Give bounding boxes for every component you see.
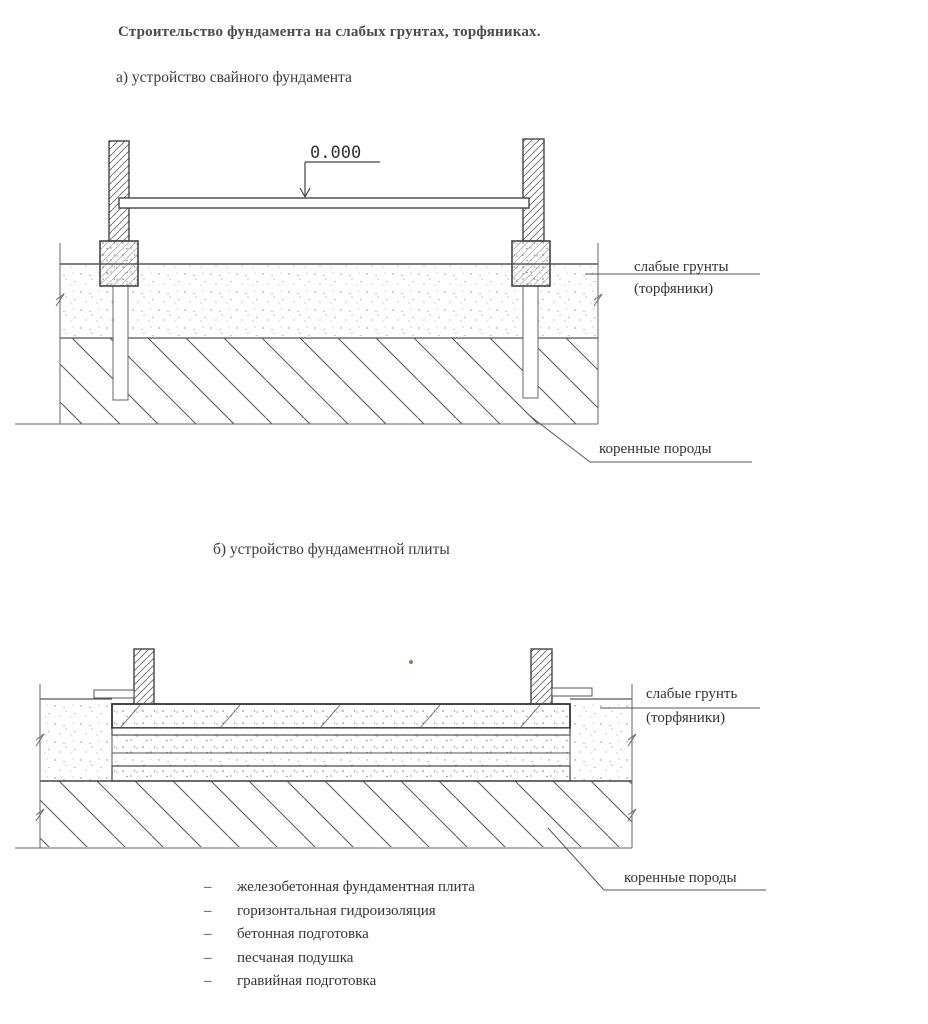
page-title: Строительство фундамента на слабых грунт… <box>118 24 541 40</box>
subtitle-pile-foundation: а) устройство свайного фундамента <box>116 69 352 86</box>
wall-right-b <box>530 648 553 705</box>
pile-foundation-diagram: 0.000 <box>15 138 760 463</box>
legend-item: –гравийная подготовка <box>204 973 377 990</box>
wall-left-a <box>108 140 130 242</box>
bedrock-layer-b <box>40 781 632 847</box>
weak-soil-layer-a <box>60 264 598 338</box>
leader-bedrock-a <box>529 415 591 463</box>
waterproofing-layer <box>111 727 571 736</box>
leader-bedrock-b <box>547 827 605 891</box>
weak-soil-label-a: слабые грунты <box>634 259 729 275</box>
peat-label-b: (торфяники) <box>646 710 726 726</box>
legend-item: –горизонтальная гидроизоляция <box>204 902 436 919</box>
rc-slab-layer <box>111 703 571 729</box>
gravel-prep-layer <box>111 765 571 782</box>
wall-left-b <box>133 648 155 705</box>
bedrock-label-b: коренные породы <box>624 870 737 886</box>
blind-area-left <box>93 689 135 699</box>
level-mark: 0.000 <box>299 143 380 198</box>
level-mark-label: 0.000 <box>310 143 361 163</box>
subtitle-slab-foundation: б) устройство фундаментной плиты <box>213 541 450 558</box>
weak-soil-left-b <box>40 699 112 781</box>
bedrock-label-a: коренные породы <box>599 441 712 457</box>
sand-cushion-layer <box>111 752 571 767</box>
legend-item: –бетонная подготовка <box>204 926 369 943</box>
bedrock-layer-a <box>60 338 598 424</box>
wall-right-a <box>522 138 545 242</box>
weak-soil-right-b <box>570 699 632 781</box>
weak-soil-label-b: слабые грунть <box>646 686 738 702</box>
legend-item: –железобетонная фундаментная плита <box>204 879 475 895</box>
slab-foundation-diagram <box>15 648 766 891</box>
legend-item: –песчаная подушка <box>204 949 354 966</box>
peat-label-a: (торфяники) <box>634 281 714 297</box>
floor-beam <box>118 197 530 209</box>
layer-legend: –железобетонная фундаментная плита –гори… <box>204 876 475 994</box>
concrete-prep-layer <box>111 734 571 754</box>
blind-area-right <box>551 687 593 697</box>
pile-right <box>522 285 539 399</box>
pile-left <box>112 285 129 401</box>
